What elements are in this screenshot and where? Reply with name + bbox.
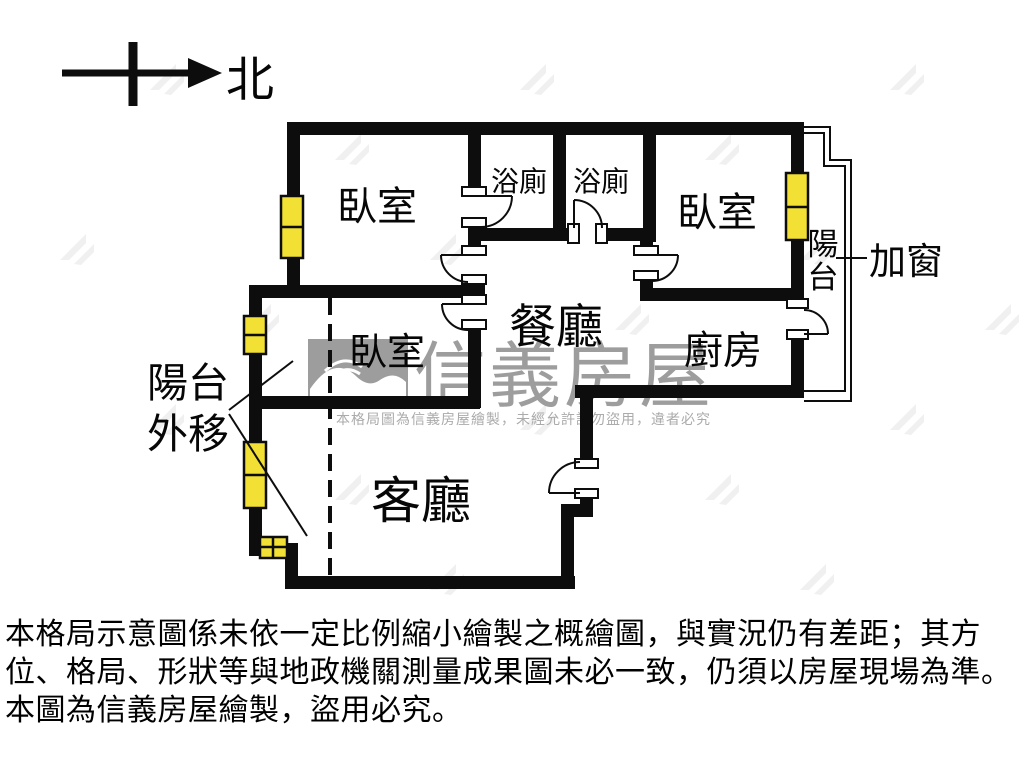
jamb-bed1-top xyxy=(461,245,487,256)
balcony-moved-pointer-lower xyxy=(228,413,308,537)
wall-bed2-right-a xyxy=(791,122,804,175)
jamb-balcony-top xyxy=(786,298,809,309)
balcony-moved-pointer-upper xyxy=(228,360,294,411)
wall-bedmid-right xyxy=(468,328,481,408)
jamb-entry-top xyxy=(574,458,599,469)
room-labels: 臥室 浴廁 浴廁 臥室 陽 台 加窗 餐廳 廚房 臥室 客廳 陽台 外移 xyxy=(147,166,943,529)
label-balcony-moved-line2: 外移 xyxy=(147,411,229,457)
label-balcony-char1: 陽 xyxy=(808,227,839,262)
label-bedroom-top-right: 臥室 xyxy=(677,190,757,235)
wall-bath1-bath2 xyxy=(553,122,566,229)
wall-kitchen-bottom xyxy=(575,385,804,398)
wall-bath2-bottom xyxy=(605,228,656,241)
label-added-window: 加窗 xyxy=(869,241,943,283)
watermark-notice-text: 本格局圖為信義房屋繪製，未經允許請勿盜用，違者必究 xyxy=(336,411,711,428)
wall-bath1-bottom xyxy=(468,228,570,241)
door-arc-balcony xyxy=(803,309,829,335)
wall-entry-lower xyxy=(561,504,574,589)
north-label: 北 xyxy=(226,54,274,107)
compass: 北 xyxy=(62,42,274,107)
windows xyxy=(242,171,810,560)
jamb-bedmid-top xyxy=(461,294,487,305)
label-dining: 餐廳 xyxy=(509,302,603,354)
label-bedroom-top-left: 臥室 xyxy=(337,184,417,229)
annotation-lines xyxy=(228,257,867,537)
wall-bed2-bottom xyxy=(640,288,804,301)
balcony-outline-inner xyxy=(804,132,846,392)
jamb-bath1-top xyxy=(461,186,487,197)
wall-bath2-bed2 xyxy=(643,122,656,242)
label-bathroom-2: 浴廁 xyxy=(573,166,629,198)
wall-kitchen-right-lower xyxy=(791,337,804,398)
label-kitchen: 廚房 xyxy=(684,330,762,373)
label-balcony-moved-line1: 陽台 xyxy=(147,360,229,406)
label-bathroom-1: 浴廁 xyxy=(491,166,547,198)
disclaimer: 本格局示意圖係未依一定比例縮小繪製之概繪圖，與實況仍有差距；其方 位、格局、形狀… xyxy=(5,616,1021,730)
wall-bed2-right-b xyxy=(791,238,804,290)
sinyi-logo-lines xyxy=(323,359,363,379)
jamb-bed2-top xyxy=(633,245,659,256)
disclaimer-line: 位、格局、形狀等與地政機關測量成果圖未必一致，仍須以房屋現場為準。 xyxy=(5,656,1012,689)
wall-mid-horizontal xyxy=(249,285,485,298)
wall-left-a xyxy=(249,285,262,318)
wall-bedmid-bottom xyxy=(249,396,480,409)
door-arc-bath2 xyxy=(573,199,603,229)
jamb-bath1-bottom xyxy=(461,217,487,228)
disclaimer-line: 本格局示意圖係未依一定比例縮小繪製之概繪圖，與實況仍有差距；其方 xyxy=(5,618,981,651)
balcony-outline-outer xyxy=(804,126,852,402)
jamb-bed2-bottom xyxy=(633,270,659,281)
label-balcony-char2: 台 xyxy=(808,260,839,295)
label-bedroom-middle: 臥室 xyxy=(349,332,425,374)
door-arc-bath1 xyxy=(480,195,513,228)
door-arc-bedmid xyxy=(441,303,469,331)
door-jambs xyxy=(461,186,809,499)
door-arc-bed2 xyxy=(651,254,679,282)
wall-entry-upper xyxy=(580,395,593,462)
wall-top xyxy=(287,122,804,135)
wall-bed1-right-a xyxy=(468,122,481,189)
wall-bed1-left-upper xyxy=(287,122,300,198)
door-arc-bed1 xyxy=(440,254,469,283)
label-living: 客廳 xyxy=(371,473,471,529)
wall-bed1-left-lower xyxy=(287,256,300,288)
disclaimer-line: 本圖為信義房屋繪製，盜用必究。 xyxy=(5,694,463,727)
door-arc-entry xyxy=(548,461,581,494)
wall-bed1-right-b xyxy=(468,226,481,248)
brand-watermark: 信義房屋 xyxy=(308,337,711,417)
door-arcs xyxy=(440,195,829,494)
wall-entry-stub xyxy=(580,498,593,508)
balcony-outline xyxy=(804,126,852,402)
jamb-bedmid-bottom xyxy=(461,319,487,330)
jamb-bed1-bottom xyxy=(461,274,487,285)
north-arrow-head-icon xyxy=(188,58,222,88)
wall-bottom xyxy=(285,576,575,589)
